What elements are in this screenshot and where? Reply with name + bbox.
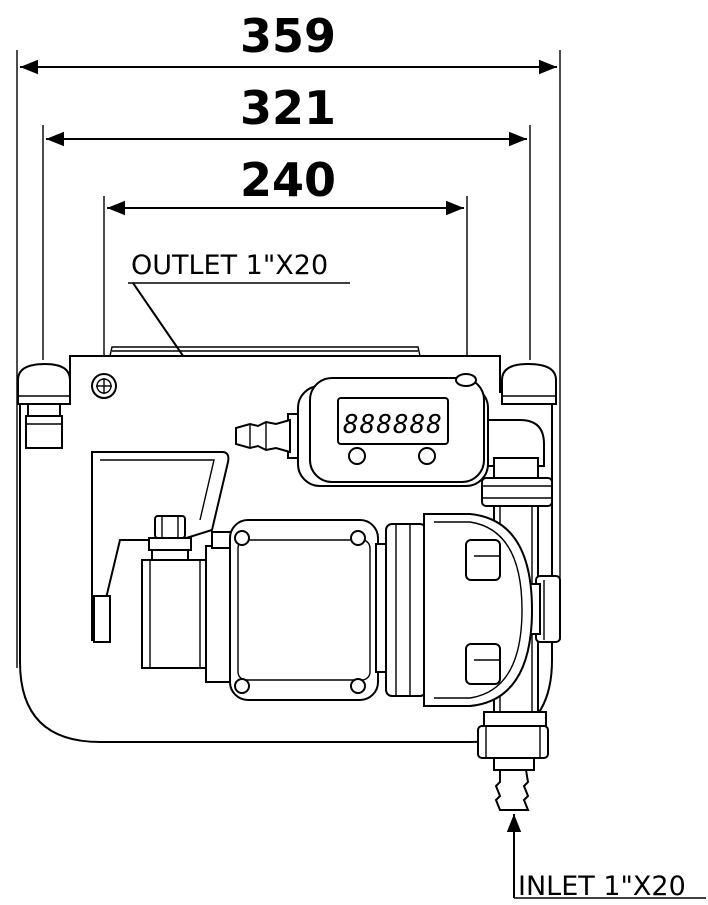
outlet-label: OUTLET 1"X20 (131, 250, 328, 281)
outlet-callout: OUTLET 1"X20 (128, 250, 350, 434)
bypass-cap (529, 575, 561, 643)
outlet-hose-barb (235, 418, 291, 454)
dimension-hole-spacing: 240 (103, 153, 468, 372)
dimension-overall-width: 359 (16, 9, 561, 668)
cable-gland (148, 515, 192, 561)
dimension-overall-width-label: 359 (240, 9, 336, 63)
inlet-fitting (477, 711, 549, 811)
flow-meter: 888888 (287, 373, 489, 487)
inlet-callout: INLET 1"X20 (506, 814, 706, 902)
dimension-mount-width: 321 (42, 81, 531, 360)
pump-head (385, 513, 534, 707)
inlet-label: INLET 1"X20 (518, 871, 686, 902)
electrical-box (91, 451, 230, 643)
right-rubber-foot (501, 362, 557, 405)
dimension-mount-width-label: 321 (240, 81, 336, 135)
dimension-hole-spacing-label: 240 (240, 153, 336, 207)
mounting-hole (91, 373, 117, 399)
meter-digits: 888888 (343, 410, 443, 440)
left-rubber-foot (17, 362, 71, 449)
